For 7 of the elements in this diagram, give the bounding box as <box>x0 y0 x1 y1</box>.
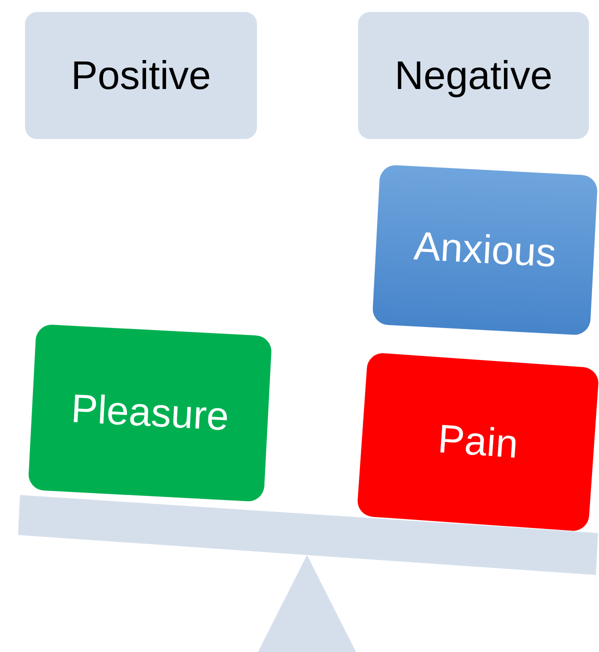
block-label: Negative <box>394 52 552 100</box>
block-label: Positive <box>70 52 212 100</box>
block-label: Pain <box>436 416 520 469</box>
category-label-box <box>25 12 257 139</box>
block-label: Anxious <box>412 223 558 278</box>
block-label: Pleasure <box>70 386 230 442</box>
category-label-box <box>358 12 589 139</box>
